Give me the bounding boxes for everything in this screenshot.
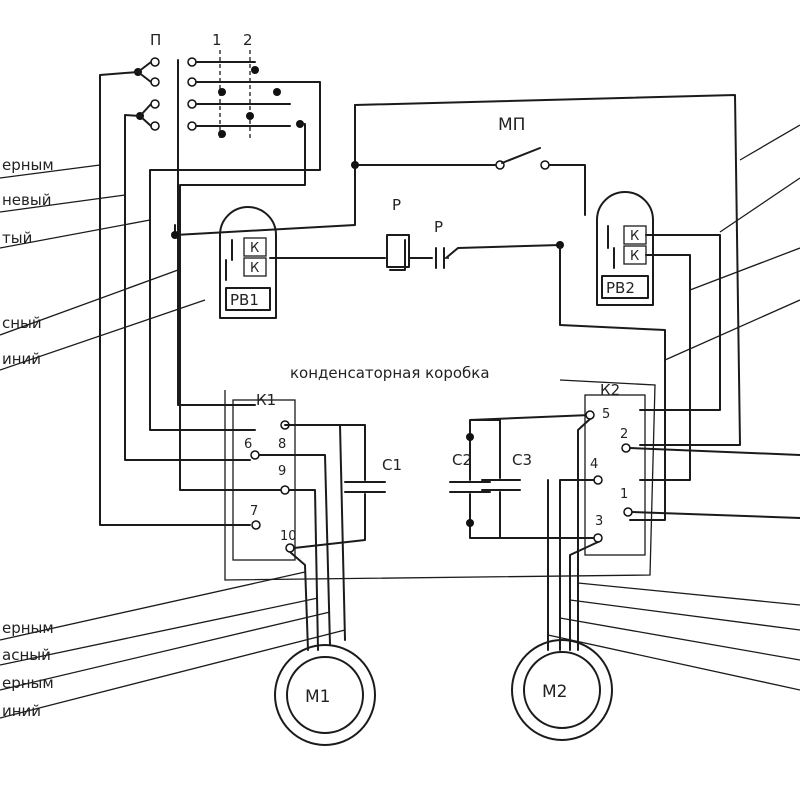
switch-p: П 1 2 [134, 31, 304, 140]
terminal-block-k2: К2 5 2 4 1 3 [584, 381, 646, 556]
motor-m1-label: М1 [305, 687, 330, 707]
mp-switch: МП [351, 115, 586, 216]
wire-label-bottom-left-3: ерным [2, 674, 54, 692]
capacitor-box: конденсаторная коробка [224, 364, 656, 581]
c2-label: С2 [452, 451, 472, 469]
relay-rv1: РВ1 К К [219, 206, 277, 319]
k1-terminal-8: 8 [278, 437, 286, 452]
wire-label-bottom-left-4: иний [2, 702, 41, 720]
k2-terminal-4: 4 [590, 457, 598, 472]
rv2-contact-k-top: К [630, 229, 639, 244]
k1-terminal-9: 9 [278, 464, 286, 479]
rv2-contact-k-bottom: К [630, 249, 639, 264]
k1-terminal-6: 6 [244, 437, 252, 452]
wire-label-left-3: тый [2, 229, 32, 247]
wire-label-left-2: невый [2, 191, 51, 209]
wire-label-left-4: сный [2, 314, 42, 332]
k2-terminal-1: 1 [620, 487, 628, 502]
motor-m2-label: М2 [542, 682, 567, 702]
rv1-contact-k-top: К [250, 241, 259, 256]
capacitor-box-label: конденсаторная коробка [290, 364, 490, 382]
switch-p-label: П [150, 31, 161, 49]
k1-terminal-10: 10 [280, 529, 297, 544]
relay-rv2: РВ2 К К [596, 191, 654, 306]
c1-label: С1 [382, 456, 402, 474]
wire-label-bottom-left-2: асный [2, 646, 51, 664]
wire-label-bottom-left-1: ерным [2, 619, 54, 637]
switch-p-position-2: 2 [243, 31, 253, 49]
rv1-label: РВ1 [230, 291, 259, 309]
terminal-block-k1: К1 6 8 9 7 10 [232, 391, 297, 561]
relay-r: Р Р [269, 196, 564, 271]
k1-label: К1 [256, 391, 276, 409]
relay-r-label-right: Р [434, 218, 443, 236]
wire-label-left-5: иний [2, 350, 41, 368]
switch-p-position-1: 1 [212, 31, 222, 49]
k2-terminal-3: 3 [595, 514, 603, 529]
mp-label: МП [498, 115, 525, 135]
k1-terminal-7: 7 [250, 504, 258, 519]
motor-m1: М1 [274, 644, 376, 746]
k2-terminal-5: 5 [602, 407, 610, 422]
k2-terminal-2: 2 [620, 427, 628, 442]
k2-label: К2 [600, 381, 620, 399]
rv1-contact-k-bottom: К [250, 261, 259, 276]
relay-r-label-left: Р [392, 196, 401, 214]
rv2-label: РВ2 [606, 279, 635, 297]
motor-m2: М2 [511, 639, 613, 741]
c3-label: С3 [512, 451, 532, 469]
capacitor-c1: С1 [288, 424, 402, 549]
wire-label-left-1: ерным [2, 156, 54, 174]
capacitors-c2-c3: С2 С3 [449, 414, 596, 539]
